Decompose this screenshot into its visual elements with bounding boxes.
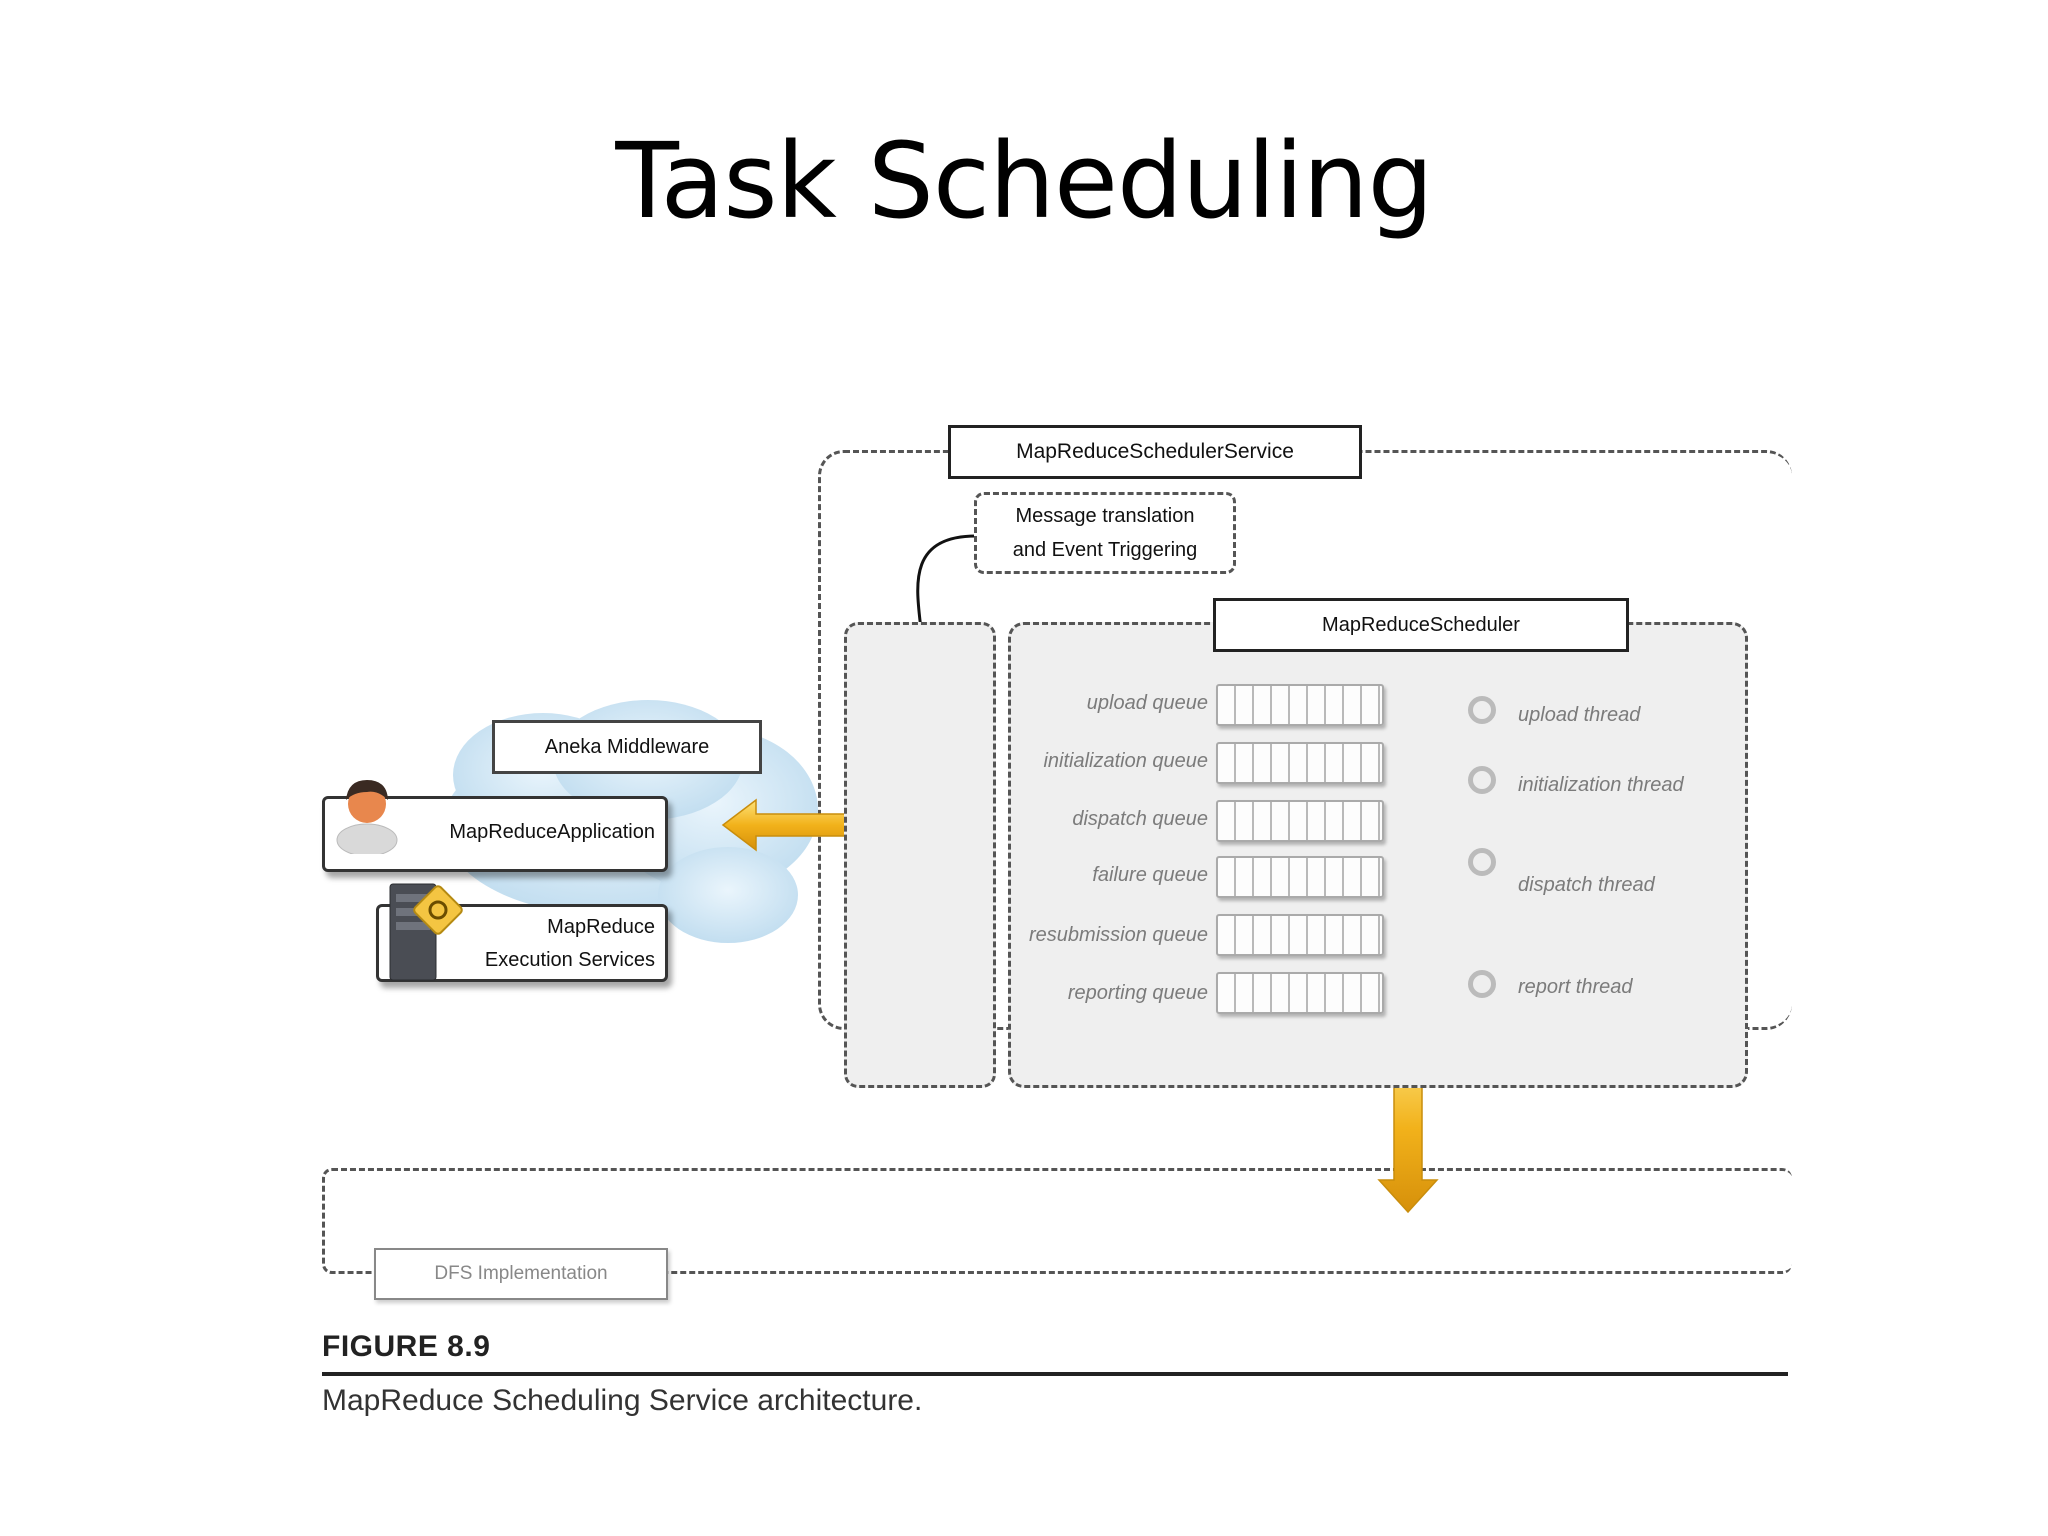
thread-label-upload: upload thread [1518,704,1641,726]
queue-upload [1216,684,1384,726]
gear-icon [1468,696,1496,724]
queue-resubmission [1216,914,1384,956]
queue-label-reporting: reporting queue [1067,982,1208,1004]
slide-title: Task Scheduling [615,120,1433,242]
mapreduce-application-label: MapReduceApplication [449,821,655,843]
message-translation-note: Message translation and Event Triggering [974,492,1236,574]
scheduler-service-title: MapReduceSchedulerService [948,425,1362,479]
queue-reporting [1216,972,1384,1014]
message-note-line2: and Event Triggering [1012,539,1198,561]
execution-services: MapReduce Execution Services [376,904,668,982]
queue-label-failure: failure queue [1092,864,1208,886]
gear-icon [1468,766,1496,794]
dfs-region [322,1168,1792,1274]
queue-label-upload: upload queue [1086,692,1208,714]
queue-label-resubmission: resubmission queue [1029,924,1208,946]
execution-services-line2: Execution Services [484,949,655,971]
queue-initialization [1216,742,1384,784]
queue-label-initialization: initialization queue [1043,750,1208,772]
queue-dispatch [1216,800,1384,842]
caption-rule [322,1372,1788,1376]
thread-label-dispatch: dispatch thread [1518,874,1655,896]
gear-icon [1468,848,1496,876]
dfs-implementation-label: DFS Implementation [374,1248,668,1300]
gear-icon [1468,970,1496,998]
message-note-line1: Message translation [1015,505,1195,527]
queue-failure [1216,856,1384,898]
thread-label-initialization: initialization thread [1518,774,1684,796]
scheduler-title: MapReduceScheduler [1213,598,1629,652]
figure-caption: MapReduce Scheduling Service architectur… [322,1384,923,1417]
translation-panel [844,622,996,1088]
architecture-diagram: MapReduceSchedulerService Message transl… [318,420,1792,1420]
queue-label-dispatch: dispatch queue [1072,808,1208,830]
user-icon [336,780,398,854]
server-icon [389,883,463,981]
aneka-middleware-label: Aneka Middleware [492,720,762,774]
thread-label-report: report thread [1518,976,1633,998]
figure-number: FIGURE 8.9 [322,1330,491,1363]
execution-services-line1: MapReduce [547,916,655,938]
